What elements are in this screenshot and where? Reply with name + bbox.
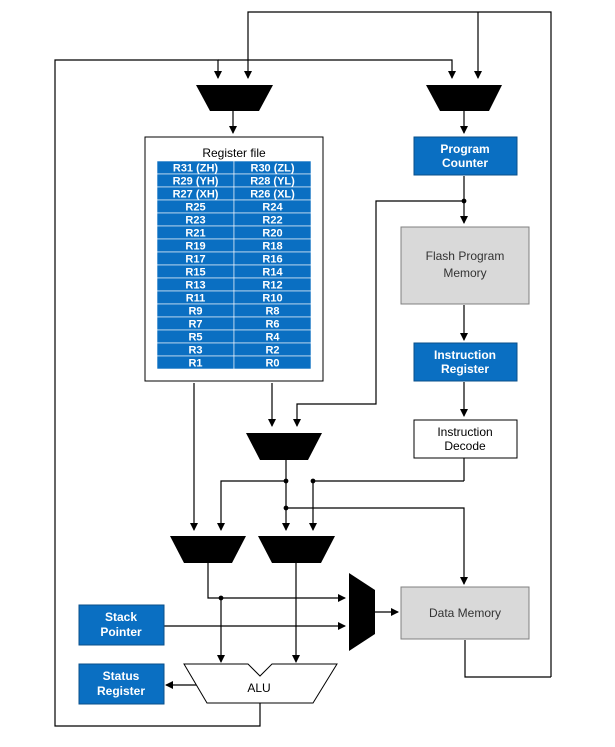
data-memory-label: Data Memory [429, 606, 501, 620]
register-label: R1 [188, 358, 202, 370]
register-label: R12 [262, 280, 282, 292]
wires [54, 11, 552, 727]
alu-block: ALU [183, 663, 338, 704]
register-label: R18 [262, 241, 282, 253]
muxes [170, 85, 502, 651]
register-label: R10 [262, 293, 282, 305]
wire-lmux-out [207, 563, 346, 602]
register-label: R7 [188, 319, 202, 331]
register-label: R4 [265, 332, 280, 344]
register-label: R28 (YL) [250, 176, 295, 188]
register-label: R2 [265, 345, 279, 357]
mux-alu-left [170, 536, 246, 563]
register-label: R29 (YH) [173, 176, 219, 188]
register-cells: R31 (ZH) R30 (ZL) R29 (YH) R28 (YL) R27 (XH)… [156, 160, 312, 370]
register-label: R19 [185, 241, 205, 253]
register-label: R26 (XL) [250, 189, 295, 201]
program-counter-block: Program Counter [413, 136, 518, 176]
instruction-decode-label: Instruction [437, 425, 492, 439]
wire-midmux-branch-left [217, 480, 286, 531]
register-label: R24 [262, 202, 283, 214]
wire-to-pc-mux [218, 59, 456, 79]
program-counter-label: Program [440, 142, 489, 156]
mux-middle [246, 433, 322, 460]
register-label: R13 [185, 280, 205, 292]
instruction-register-label: Instruction [434, 348, 496, 362]
register-label: R6 [265, 319, 279, 331]
wire-datamem-loop [464, 640, 551, 678]
mux-datamem-addr [349, 573, 375, 651]
register-label: R31 (ZH) [173, 163, 219, 175]
data-memory-block: Data Memory [400, 586, 530, 640]
wire-alu-feedback [54, 59, 261, 727]
register-label: R5 [188, 332, 202, 344]
flash-memory-label: Flash Program [426, 249, 505, 263]
register-label: R3 [188, 345, 202, 357]
register-label: R23 [185, 215, 205, 227]
mux-pc-input [426, 85, 502, 111]
register-label: R8 [265, 306, 279, 318]
instruction-register-label: Register [441, 362, 489, 376]
register-label: R9 [188, 306, 202, 318]
register-label: R25 [185, 202, 205, 214]
wire-decode-branch [309, 480, 464, 531]
alu-label: ALU [247, 681, 270, 695]
mux-regfile-input [196, 85, 273, 111]
mux-alu-right [258, 536, 335, 563]
wire-top-loop [478, 11, 552, 677]
register-label: R22 [262, 215, 282, 227]
instruction-decode-block: Instruction Decode [413, 419, 518, 459]
status-register-label: Register [97, 684, 145, 698]
flash-memory-block: Flash Program Memory [400, 226, 530, 305]
status-register-block: Status Register [78, 663, 165, 705]
register-label: R16 [262, 254, 282, 266]
register-label: R21 [185, 228, 205, 240]
instruction-register-block: Instruction Register [413, 342, 518, 382]
wire-pc-branch [293, 200, 464, 427]
register-label: R11 [186, 293, 206, 305]
register-cell [233, 355, 312, 370]
instruction-decode-label: Decode [444, 439, 486, 453]
register-label: R30 (ZL) [251, 163, 295, 175]
stack-pointer-label: Stack [105, 610, 137, 624]
register-file-title: Register file [202, 146, 266, 160]
register-label: R15 [185, 267, 205, 279]
stack-pointer-block: Stack Pointer [78, 604, 165, 646]
status-register-label: Status [103, 669, 140, 683]
register-label: R17 [185, 254, 205, 266]
flash-memory-label: Memory [443, 266, 486, 280]
wire-to-datamem [286, 507, 468, 585]
stack-pointer-label: Pointer [100, 625, 142, 639]
wire-top-loop-left [244, 11, 478, 79]
register-label: R20 [262, 228, 282, 240]
register-label: R14 [262, 267, 283, 279]
register-label: R27 (XH) [173, 189, 219, 201]
program-counter-label: Counter [442, 156, 488, 170]
register-file: Register file R31 (ZH)R30 (ZL)R29 (YH)R2… [144, 136, 324, 382]
register-label: R0 [265, 358, 279, 370]
